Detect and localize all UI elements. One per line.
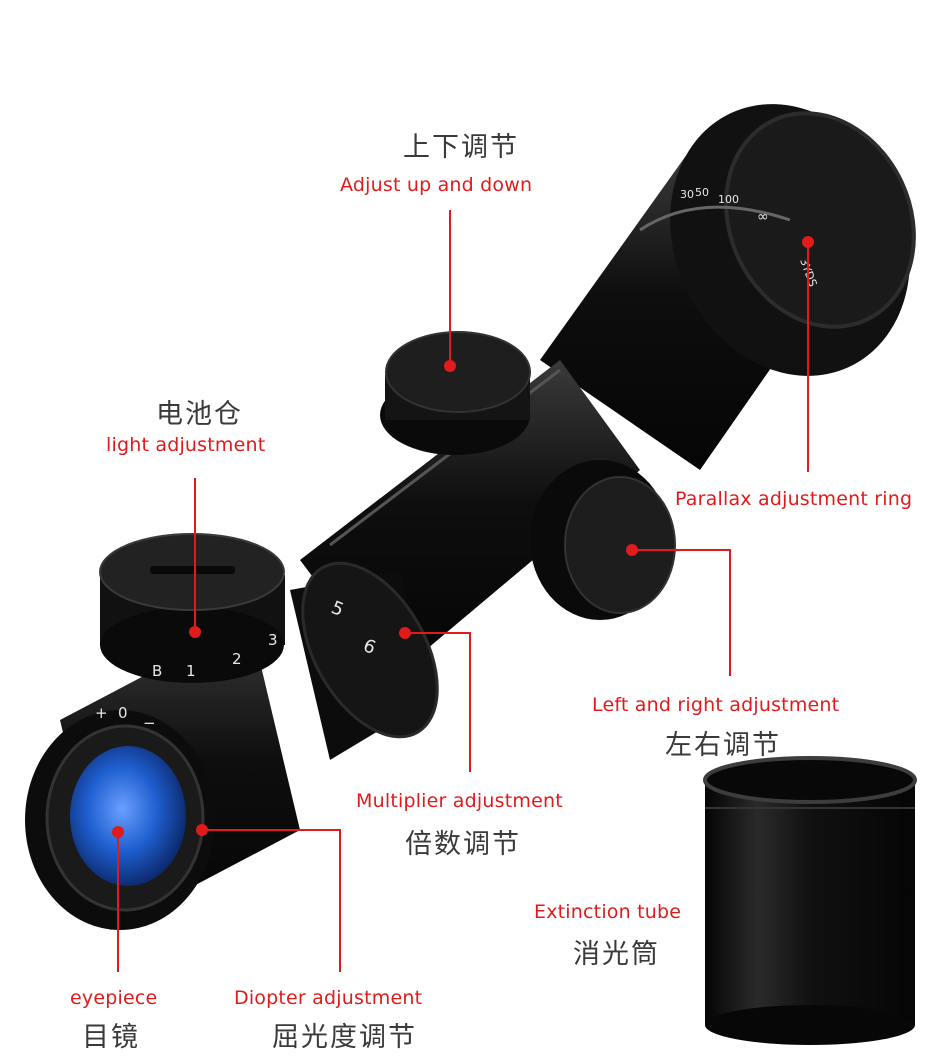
parallax-mark-30: 30 — [680, 188, 694, 201]
left-right-label-cn: 左右调节 — [665, 730, 781, 761]
diopter-label: Diopter adjustment — [234, 987, 423, 1009]
illumination-turret — [99, 533, 285, 683]
parallax-dot — [802, 236, 814, 248]
dial-mark-1: 1 — [186, 662, 196, 680]
eyepiece-lens — [70, 746, 186, 886]
callout-lines — [117, 210, 809, 972]
parallax-label: Parallax adjustment ring — [675, 488, 913, 510]
eyepiece-dot — [112, 826, 124, 838]
diopter-label-cn: 屈光度调节 — [272, 1022, 417, 1053]
parallax-mark-50: 50 — [695, 186, 709, 199]
light-dot — [189, 626, 201, 638]
parallax-mark-inf: ∞ — [757, 209, 769, 225]
elevation-turret — [380, 331, 531, 455]
eyepiece-housing — [25, 620, 300, 930]
diopter-mark-minus: − — [143, 714, 156, 732]
extinction-label-cn: 消光筒 — [573, 939, 660, 970]
extinction-label: Extinction tube — [534, 901, 682, 923]
windage-turret — [530, 460, 676, 620]
extinction-tube — [703, 756, 917, 1045]
up-down-label-cn: 上下调节 — [403, 132, 519, 163]
diopter-mark-plus: + — [95, 704, 108, 722]
up-down-label: Adjust up and down — [340, 174, 533, 196]
dial-mark-3: 3 — [268, 631, 278, 649]
windage-dot — [626, 544, 638, 556]
light-label: light adjustment — [106, 434, 266, 456]
eyepiece-label: eyepiece — [70, 987, 158, 1009]
objective-bell — [540, 104, 916, 470]
diopter-dot — [196, 824, 208, 836]
callout-dots — [112, 236, 814, 838]
parallax-mark-100: 100 — [718, 193, 739, 206]
dial-mark-2: 2 — [232, 650, 242, 668]
eyepiece-label-cn: 目镜 — [82, 1022, 140, 1053]
multiplier-label-cn: 倍数调节 — [405, 829, 521, 860]
elevation-dot — [444, 360, 456, 372]
multiplier-label: Multiplier adjustment — [356, 790, 563, 812]
magnification-ring — [290, 561, 439, 760]
left-right-label: Left and right adjustment — [592, 694, 840, 716]
multiplier-dot — [399, 627, 411, 639]
dial-mark-b: B — [152, 662, 162, 680]
diopter-mark-zero: 0 — [118, 704, 128, 722]
light-label-cn: 电池仓 — [156, 399, 243, 430]
